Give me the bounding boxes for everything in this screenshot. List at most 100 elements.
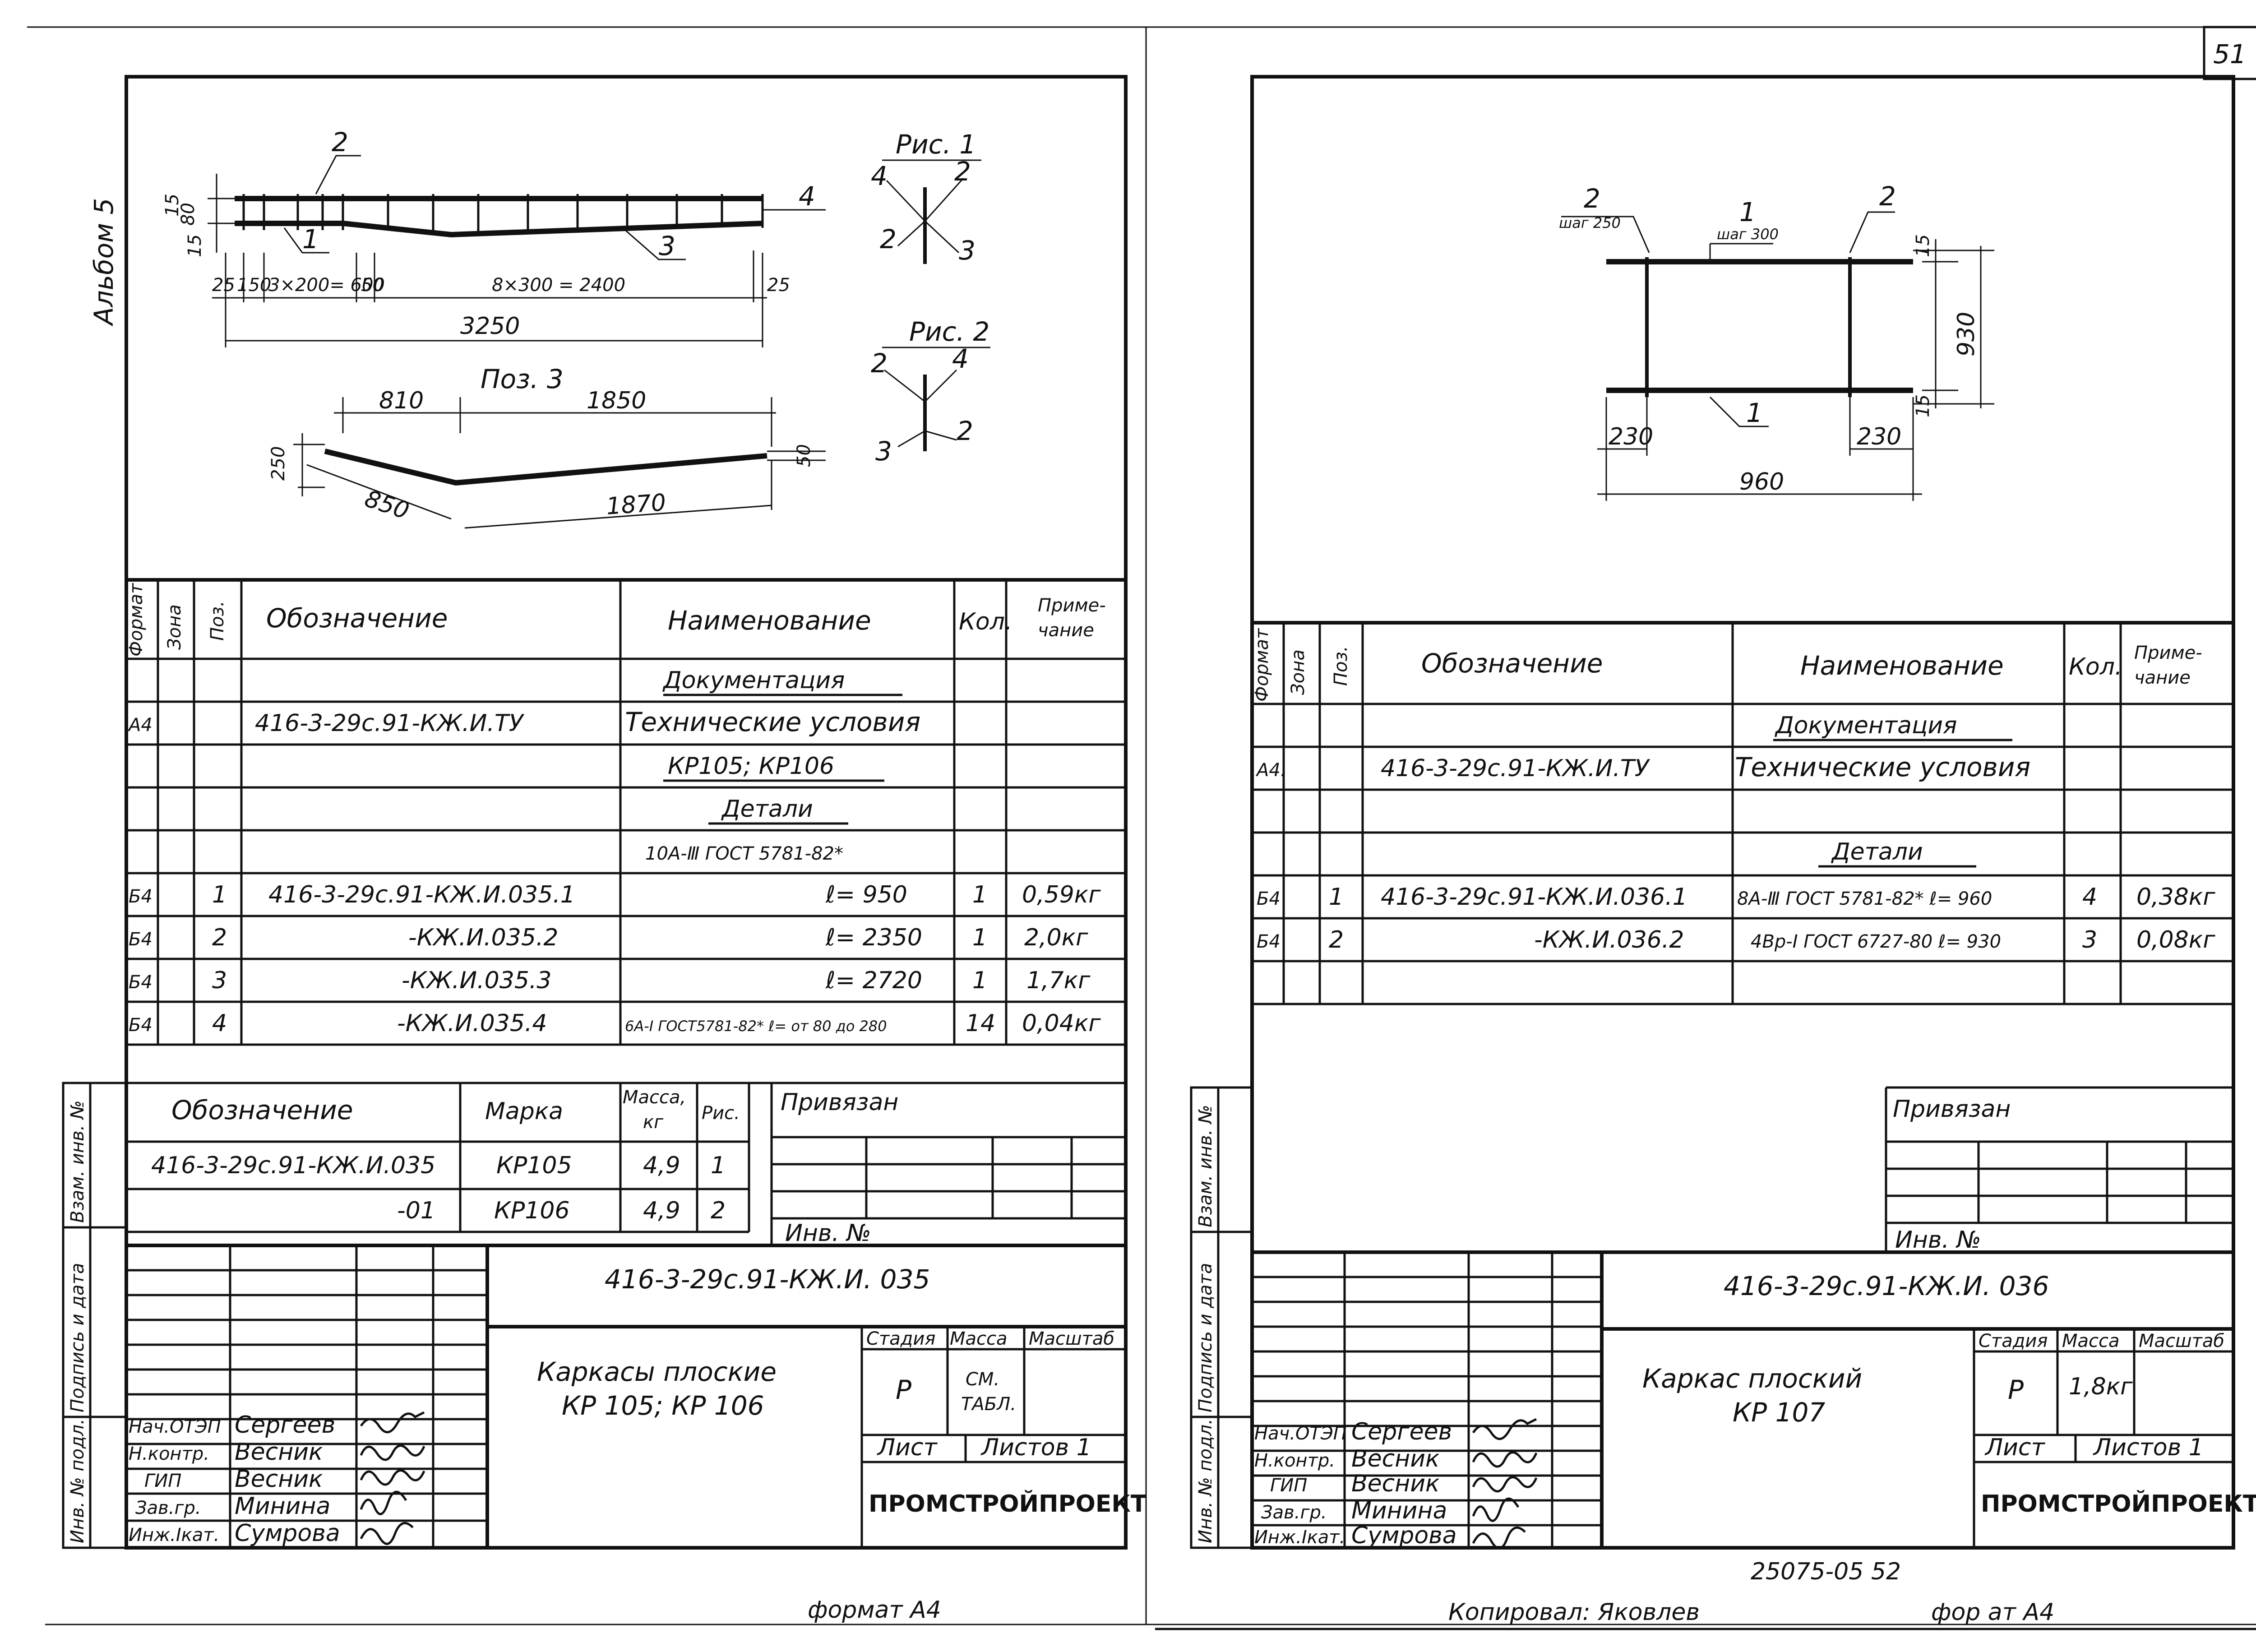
- left-titleblock-grid: [126, 1244, 1126, 1548]
- right-tb-sheets: Листов 1: [2093, 1434, 2204, 1461]
- right-p5-name: Сумрова: [1351, 1522, 1457, 1549]
- left-r2-format: А4: [127, 715, 153, 736]
- right-r5-format: Б4: [1257, 888, 1281, 909]
- left-r9-name: 6А-Ⅰ ГОСТ5781-82* ℓ= от 80 до 280: [625, 1018, 887, 1035]
- fig1-n2b: 2: [880, 224, 897, 255]
- right-tb-title-a: Каркас плоский: [1642, 1363, 1862, 1394]
- right-privyazan: Привязан: [1893, 1096, 2011, 1123]
- left-tb-stage-label: Стадия: [866, 1328, 935, 1349]
- left-p2-name: Весник: [235, 1439, 323, 1466]
- right-hdr-qty: Кол.: [2069, 653, 2122, 680]
- left-marka-hdr-mass-b: кг: [643, 1112, 664, 1133]
- right-r4-name: Детали: [1831, 838, 1923, 865]
- fig1-n4: 4: [871, 161, 888, 191]
- right-r6-pos: 2: [1329, 926, 1344, 953]
- left-tb-mass-b: ТАБЛ.: [961, 1394, 1016, 1415]
- dim-3x200: 3×200= 600: [268, 275, 385, 296]
- left-inv: Инв. №: [785, 1220, 871, 1247]
- left-tb-mass-a: СМ.: [966, 1369, 999, 1390]
- left-side-strip: [62, 1082, 128, 1549]
- left-tb-people: Нач.ОТЭП Сергеев Н.контр. Весник ГИП Вес…: [129, 1411, 340, 1547]
- fig1-n2a: 2: [954, 156, 971, 187]
- left-r7-qty: 1: [972, 924, 987, 951]
- right-p4-name: Минина: [1351, 1497, 1447, 1524]
- right-tb-stage-label: Стадия: [1979, 1331, 2048, 1351]
- kr107-shag300: шаг 300: [1717, 226, 1779, 243]
- left-strip-b: Подпись и дата: [67, 1263, 88, 1412]
- detail-poz3: [293, 397, 826, 529]
- right-spec-grid: [1252, 623, 2233, 1005]
- right-r6-name: 4Вр-Ⅰ ГОСТ 6727-80 ℓ= 930: [1751, 931, 2001, 952]
- right-p2-role: Н.контр.: [1254, 1450, 1335, 1471]
- left-r9-designation: -КЖ.И.035.4: [397, 1010, 547, 1037]
- poz3-dim-50: 50: [794, 444, 814, 467]
- dim-15a: 15: [162, 194, 183, 217]
- right-r5-pos: 1: [1329, 884, 1344, 911]
- footer-copied-by: Копировал: Яковлев: [1448, 1599, 1700, 1626]
- left-tb-stage: Р: [896, 1374, 911, 1405]
- fig2-n3: 3: [875, 436, 892, 467]
- kr107-dim-230b: 230: [1857, 423, 1901, 450]
- left-r9-qty: 14: [966, 1010, 995, 1037]
- left-marka-r2-designation: -01: [397, 1197, 435, 1224]
- left-p5-role: Инж.Ⅰкат.: [129, 1525, 219, 1546]
- left-r8-note: 1,7кг: [1026, 967, 1091, 994]
- left-tb-mass-label: Масса: [950, 1328, 1008, 1349]
- page-number: 51: [2213, 39, 2247, 69]
- left-hdr-qty: Кол.: [959, 608, 1012, 635]
- left-tb-sheets: Листов 1: [980, 1434, 1091, 1461]
- right-strip-a: Инв. № подл.: [1195, 1419, 1216, 1543]
- kr107-dim-960: 960: [1739, 468, 1784, 495]
- archive-number: 25075-05 52: [1751, 1558, 1901, 1585]
- right-p4-role: Зав.гр.: [1261, 1502, 1327, 1523]
- left-r1-name: Документация: [662, 667, 845, 694]
- left-tb-sheet: Лист: [877, 1434, 938, 1461]
- mark-3: 3: [659, 231, 675, 261]
- left-r7-format: Б4: [129, 929, 153, 950]
- dim-3250: 3250: [460, 313, 520, 340]
- left-marka-hdr-mark: Марка: [485, 1098, 563, 1125]
- right-r6-designation: -КЖ.И.036.2: [1534, 926, 1684, 953]
- fig2-title: Рис. 2: [909, 316, 989, 347]
- left-strip-a: Инв. № подл.: [67, 1419, 88, 1543]
- left-p1-role: Нач.ОТЭП: [129, 1416, 221, 1437]
- left-p3-name: Весник: [235, 1466, 323, 1493]
- right-strip-c: Взам. инв. №: [1195, 1105, 1216, 1227]
- left-signatures: [360, 1411, 425, 1545]
- left-r6-note: 0,59кг: [1022, 881, 1101, 908]
- left-r9-pos: 4: [212, 1010, 227, 1037]
- poz3-dim-1850: 1850: [587, 387, 646, 414]
- right-tb-sheet: Лист: [1984, 1434, 2045, 1461]
- mark-2: 2: [332, 127, 348, 157]
- left-tb-title-a: Каркасы плоские: [537, 1356, 777, 1387]
- right-hdr-note-a: Приме-: [2134, 643, 2202, 663]
- left-marka-grid: [126, 1083, 750, 1233]
- left-r2-name: Технические условия: [625, 707, 920, 737]
- left-privyazan: Привязан: [781, 1089, 898, 1116]
- right-p1-role: Нач.ОТЭП: [1254, 1423, 1347, 1444]
- left-p3-role: ГИП: [144, 1471, 181, 1491]
- left-r6-qty: 1: [972, 881, 987, 908]
- right-tb-org: ПРОМСТРОЙПРОЕКТ: [1981, 1490, 2256, 1518]
- right-r5-qty: 4: [2082, 884, 2097, 911]
- right-tb-code: 416-3-29с.91-КЖ.И. 036: [1724, 1271, 2049, 1301]
- fig1-node: [882, 159, 981, 264]
- right-tb-mass: 1,8кг: [2069, 1373, 2133, 1400]
- right-hdr-format: Формат: [1252, 628, 1272, 702]
- left-strip-c: Взам. инв. №: [67, 1100, 88, 1223]
- right-p5-role: Инж.Ⅰкат.: [1254, 1527, 1345, 1548]
- footer-format-left: формат А4: [808, 1596, 941, 1624]
- dim-150: 150: [237, 275, 271, 296]
- kr107-dim-230a: 230: [1609, 423, 1653, 450]
- left-tb-code: 416-3-29с.91-КЖ.И. 035: [605, 1264, 930, 1295]
- right-tb-stage: Р: [2008, 1374, 2024, 1405]
- right-signatures: [1472, 1418, 1538, 1550]
- fig2-n2a: 2: [871, 348, 888, 379]
- left-r8-qty: 1: [972, 967, 987, 994]
- right-r6-qty: 3: [2082, 926, 2097, 953]
- left-r7-designation: -КЖ.И.035.2: [408, 924, 559, 951]
- left-r9-format: Б4: [129, 1015, 153, 1036]
- left-spec-rows: Документация А4 416-3-29с.91-КЖ.И.ТУ Тех…: [127, 667, 1101, 1037]
- fig2-node: [882, 347, 990, 451]
